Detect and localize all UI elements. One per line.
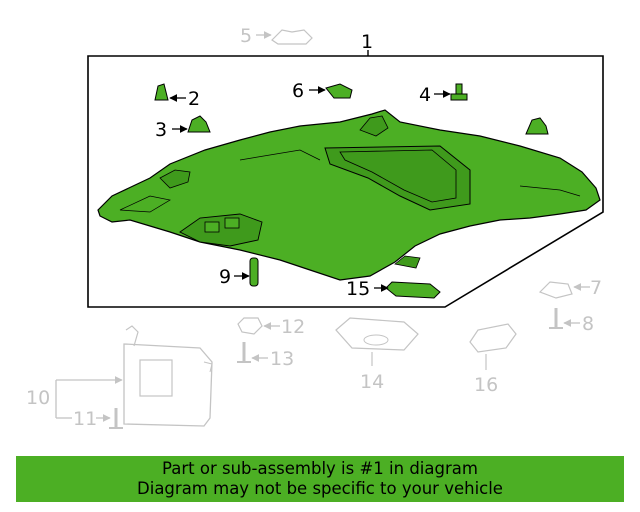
callout-7: 7 (590, 277, 602, 299)
clip-part-2[interactable] (154, 83, 169, 101)
callout-5: 5 (240, 25, 252, 47)
retainer-right[interactable] (525, 117, 549, 135)
callout-4: 4 (419, 84, 431, 106)
callout-2: 2 (188, 88, 200, 110)
screw-part-13 (237, 342, 251, 363)
pin-part-9[interactable] (249, 257, 259, 287)
callout-15: 15 (346, 278, 370, 300)
part-info-banner: Part or sub-assembly is #1 in diagram Di… (16, 456, 624, 502)
clip-part-6[interactable] (325, 83, 353, 99)
bracket-part-5 (271, 29, 313, 45)
callout-14: 14 (360, 371, 384, 393)
banner-line-2: Diagram may not be specific to your vehi… (137, 479, 503, 498)
clip-part-12 (237, 317, 263, 335)
callout-6: 6 (292, 80, 304, 102)
screw-part-8 (549, 308, 563, 329)
callout-10: 10 (26, 387, 50, 409)
callout-3: 3 (155, 119, 167, 141)
sun-visor-part-10 (123, 325, 213, 427)
clip-part-7 (538, 281, 573, 299)
callout-11: 11 (73, 408, 97, 430)
parts-diagram: 1 2 3 4 5 6 (26, 25, 604, 430)
bezel-part-15[interactable] (385, 281, 441, 299)
fastener-part-4[interactable] (450, 83, 468, 101)
callout-8: 8 (582, 313, 594, 335)
screw-part-11 (109, 408, 123, 429)
retainer-part-3[interactable] (187, 115, 211, 133)
lamp-part-14 (335, 317, 419, 351)
callout-12: 12 (281, 316, 305, 338)
callout-13: 13 (270, 348, 294, 370)
lamp-part-16 (469, 323, 517, 353)
callout-9: 9 (219, 266, 231, 288)
callout-16: 16 (474, 374, 498, 396)
assembly-box-outline (87, 55, 604, 308)
callout-1: 1 (361, 31, 373, 53)
banner-line-1: Part or sub-assembly is #1 in diagram (162, 459, 478, 478)
headliner-part-1[interactable] (97, 109, 601, 281)
